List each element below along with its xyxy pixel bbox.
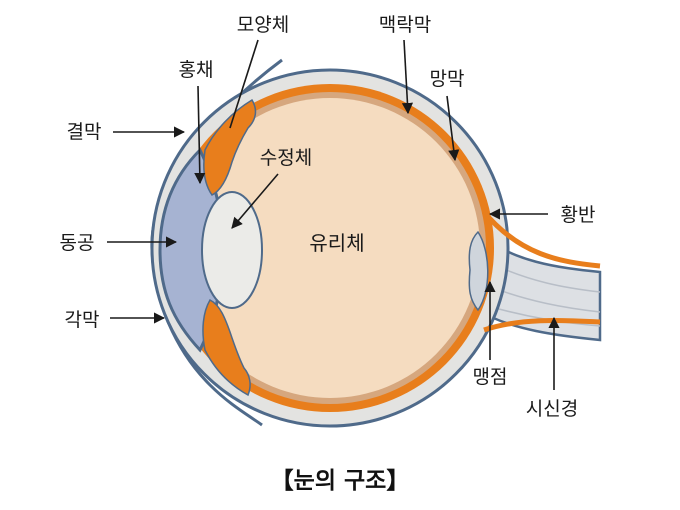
pointer-iris <box>194 85 206 185</box>
label-cornea: 각막 <box>65 309 100 331</box>
label-optic-nerve: 시신경 <box>526 398 578 420</box>
pointer-ciliary-body <box>229 39 259 129</box>
label-conjunctiva: 결막 <box>67 121 102 143</box>
pointer-lens <box>231 173 279 229</box>
optic-disc <box>468 230 489 312</box>
label-blind-spot: 맹점 <box>473 366 508 388</box>
label-choroid: 맥락막 <box>379 14 431 36</box>
pointer-choroid <box>401 39 414 115</box>
label-vitreous: 유리체 <box>309 231 364 255</box>
iris-upper <box>203 98 257 196</box>
label-pupil: 동공 <box>60 232 95 254</box>
label-macula: 황반 <box>561 204 596 226</box>
iris-lower <box>202 299 251 397</box>
label-retina: 망막 <box>430 68 465 90</box>
label-lens: 수정체 <box>260 147 312 169</box>
optic-nerve-orange-bottom <box>483 317 601 333</box>
vitreous-body <box>180 98 480 398</box>
lens <box>201 191 263 309</box>
diagram-caption: 【눈의 구조】 <box>271 468 410 494</box>
label-iris: 홍채 <box>179 59 214 81</box>
label-ciliary-body: 모양체 <box>237 14 289 36</box>
pointer-retina <box>446 95 460 162</box>
optic-nerve-orange-top <box>482 210 601 269</box>
